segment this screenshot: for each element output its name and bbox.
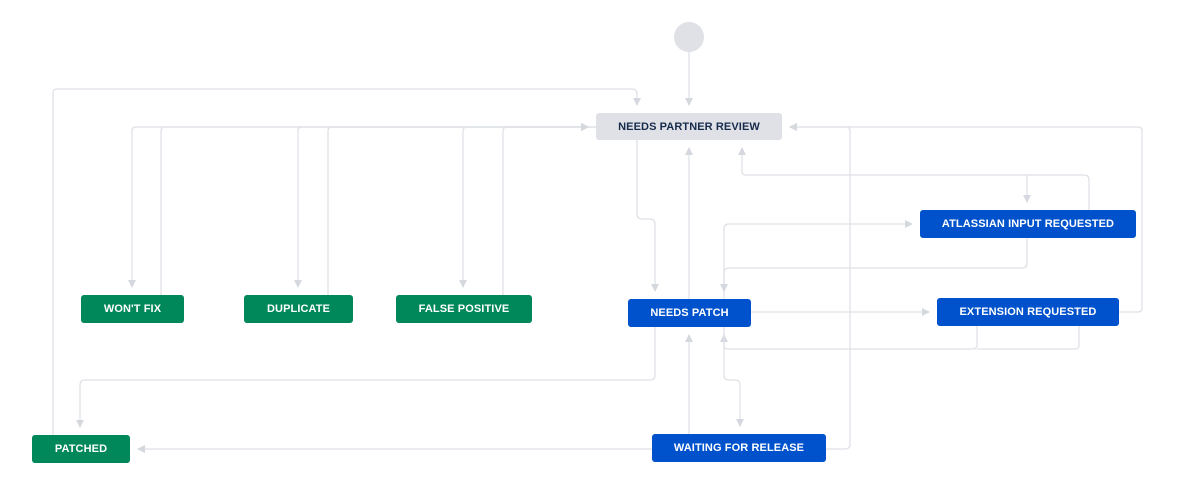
transition-false-positive-to-needs-partner-review <box>502 123 589 295</box>
transition-needs-patch-to-waiting-for-release <box>723 327 744 427</box>
transition-needs-partner-review-to-false-positive <box>459 126 596 288</box>
transition-needs-patch-to-patched <box>76 327 656 428</box>
transition-needs-patch-to-atlassian-input <box>723 220 913 299</box>
transition-atlassian-input-to-needs-partner-review <box>738 147 1090 210</box>
status-needs-patch[interactable]: NEEDS PATCH <box>628 299 751 327</box>
status-false-positive[interactable]: FALSE POSITIVE <box>396 295 532 323</box>
status-waiting-for-release[interactable]: WAITING FOR RELEASE <box>652 434 826 462</box>
status-atlassian-input-requested[interactable]: ATLASSIAN INPUT REQUESTED <box>920 210 1136 238</box>
transition-waiting-for-release-to-needs-partner-review <box>789 123 851 450</box>
transition-needs-partner-review-to-wont-fix <box>128 126 596 288</box>
status-patched[interactable]: PATCHED <box>32 435 130 463</box>
transition-needs-partner-review-to-duplicate <box>294 126 596 288</box>
status-wont-fix[interactable]: WON'T FIX <box>81 295 184 323</box>
transition-duplicate-to-needs-partner-review <box>327 123 589 295</box>
transition-needs-partner-review-to-needs-patch <box>636 140 659 292</box>
status-duplicate[interactable]: DUPLICATE <box>244 295 353 323</box>
transition-extension-requested-to-needs-partner-review <box>789 123 1143 313</box>
transition-atlassian-input-to-needs-patch <box>720 238 1028 292</box>
transition-extension-requested-to-needs-patch-2 <box>977 326 1080 350</box>
status-needs-partner-review[interactable]: NEEDS PARTNER REVIEW <box>596 113 782 140</box>
transition-wont-fix-to-needs-partner-review <box>160 123 589 295</box>
transition-patched-to-needs-partner-review <box>52 88 641 435</box>
status-extension-requested[interactable]: EXTENSION REQUESTED <box>937 298 1119 326</box>
workflow-start-node <box>674 22 704 52</box>
